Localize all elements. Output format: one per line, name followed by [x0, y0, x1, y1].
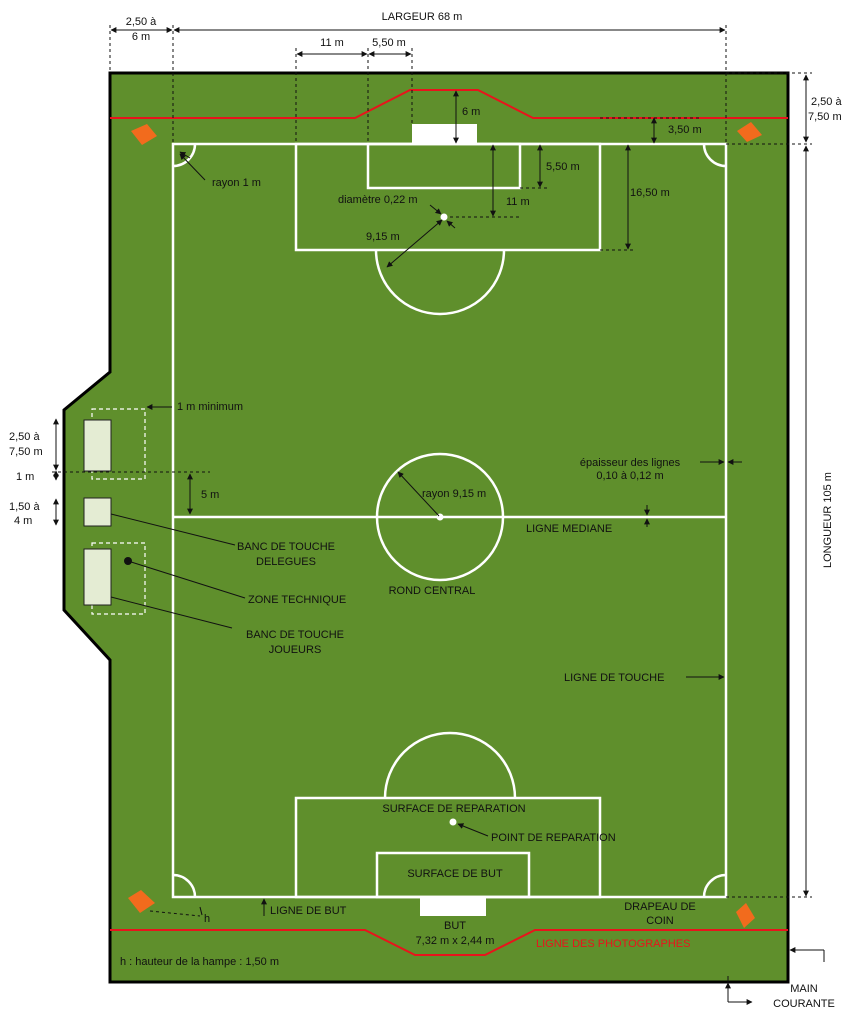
- label-11m: 11 m: [320, 37, 344, 49]
- label-marge-gauche-2: 6 m: [132, 31, 150, 43]
- label-drapeau-2: COIN: [646, 915, 674, 927]
- label-marge-haut-2: 7,50 m: [808, 111, 842, 123]
- label-surface-but: SURFACE DE BUT: [407, 868, 503, 880]
- photographers-line-bottom: [110, 929, 788, 956]
- corner-flag-icon: [736, 903, 755, 928]
- bench-1: [83, 419, 112, 472]
- label-bench2-2: 4 m: [14, 515, 32, 527]
- label-bench2-1: 1,50 à: [9, 501, 40, 513]
- label-5m: 5 m: [201, 489, 219, 501]
- label-h: h: [204, 913, 210, 925]
- label-marge-haut-1: 2,50 à: [811, 96, 842, 108]
- label-350m: 3,50 m: [668, 124, 702, 136]
- label-drapeau-1: DRAPEAU DE: [624, 901, 696, 913]
- corner-arc-bl: [172, 873, 197, 898]
- bench-players: [83, 548, 112, 606]
- label-ligne-but: LIGNE DE BUT: [270, 905, 347, 917]
- label-longueur: LONGUEUR 105 m: [822, 472, 834, 568]
- label-epaisseur-1: épaisseur des lignes: [580, 457, 681, 469]
- bench-delegates: [83, 497, 112, 527]
- label-diametre: diamètre 0,22 m: [338, 194, 417, 206]
- corner-flag-icon: [128, 890, 155, 913]
- label-550m: 5,50 m: [372, 37, 406, 49]
- label-1650m: 16,50 m: [630, 187, 670, 199]
- corner-arc-tl: [172, 143, 197, 168]
- label-1m-minimum: 1 m minimum: [177, 401, 243, 413]
- label-zone-technique: ZONE TECHNIQUE: [248, 594, 346, 606]
- label-6m: 6 m: [462, 106, 480, 118]
- label-915m: 9,15 m: [366, 231, 400, 243]
- label-banc-delegues-2: DELEGUES: [256, 556, 316, 568]
- label-point-reparation: POINT DE REPARATION: [491, 832, 616, 844]
- goal-bottom: [420, 897, 486, 916]
- label-hauteur-hampe: h : hauteur de la hampe : 1,50 m: [120, 956, 279, 968]
- goal-top: [412, 124, 477, 144]
- label-but-1: BUT: [444, 920, 466, 932]
- label-surface-reparation: SURFACE DE REPARATION: [382, 803, 525, 815]
- grass-surround: [62, 71, 790, 984]
- label-main-2: COURANTE: [773, 998, 835, 1010]
- label-rayon-1m: rayon 1 m: [212, 177, 261, 189]
- label-but-2: 7,32 m x 2,44 m: [416, 935, 495, 947]
- label-bench1-1: 2,50 à: [9, 431, 40, 443]
- penalty-arc-top: [374, 249, 506, 316]
- corner-flag-icon: [131, 124, 157, 145]
- corner-flag-icon: [737, 122, 762, 142]
- photographers-line-top: [110, 89, 788, 119]
- label-banc-joueurs-1: BANC DE TOUCHE: [246, 629, 344, 641]
- label-550m-b: 5,50 m: [546, 161, 580, 173]
- label-ligne-touche: LIGNE DE TOUCHE: [564, 672, 664, 684]
- penalty-spot-bottom: [449, 818, 457, 826]
- label-photographes: LIGNE DES PHOTOGRAPHES: [536, 938, 690, 950]
- label-rond-central: ROND CENTRAL: [389, 585, 476, 597]
- label-banc-joueurs-2: JOUEURS: [269, 644, 322, 656]
- corner-arc-br: [702, 873, 727, 898]
- label-11m-b: 11 m: [506, 196, 530, 208]
- label-largeur: LARGEUR 68 m: [382, 11, 463, 23]
- centre-circle: [375, 452, 505, 582]
- label-bench1-2: 7,50 m: [9, 446, 43, 458]
- label-rayon-915m: rayon 9,15 m: [422, 488, 486, 500]
- penalty-arc-bottom: [383, 731, 517, 799]
- label-epaisseur-2: 0,10 à 0,12 m: [596, 470, 663, 482]
- penalty-spot-top: [440, 213, 448, 221]
- label-marge-gauche-1: 2,50 à: [126, 16, 157, 28]
- label-1m: 1 m: [16, 471, 34, 483]
- label-main-1: MAIN: [790, 983, 818, 995]
- label-banc-delegues-1: BANC DE TOUCHE: [237, 541, 335, 553]
- label-ligne-mediane: LIGNE MEDIANE: [526, 523, 612, 535]
- corner-arc-tr: [702, 143, 727, 168]
